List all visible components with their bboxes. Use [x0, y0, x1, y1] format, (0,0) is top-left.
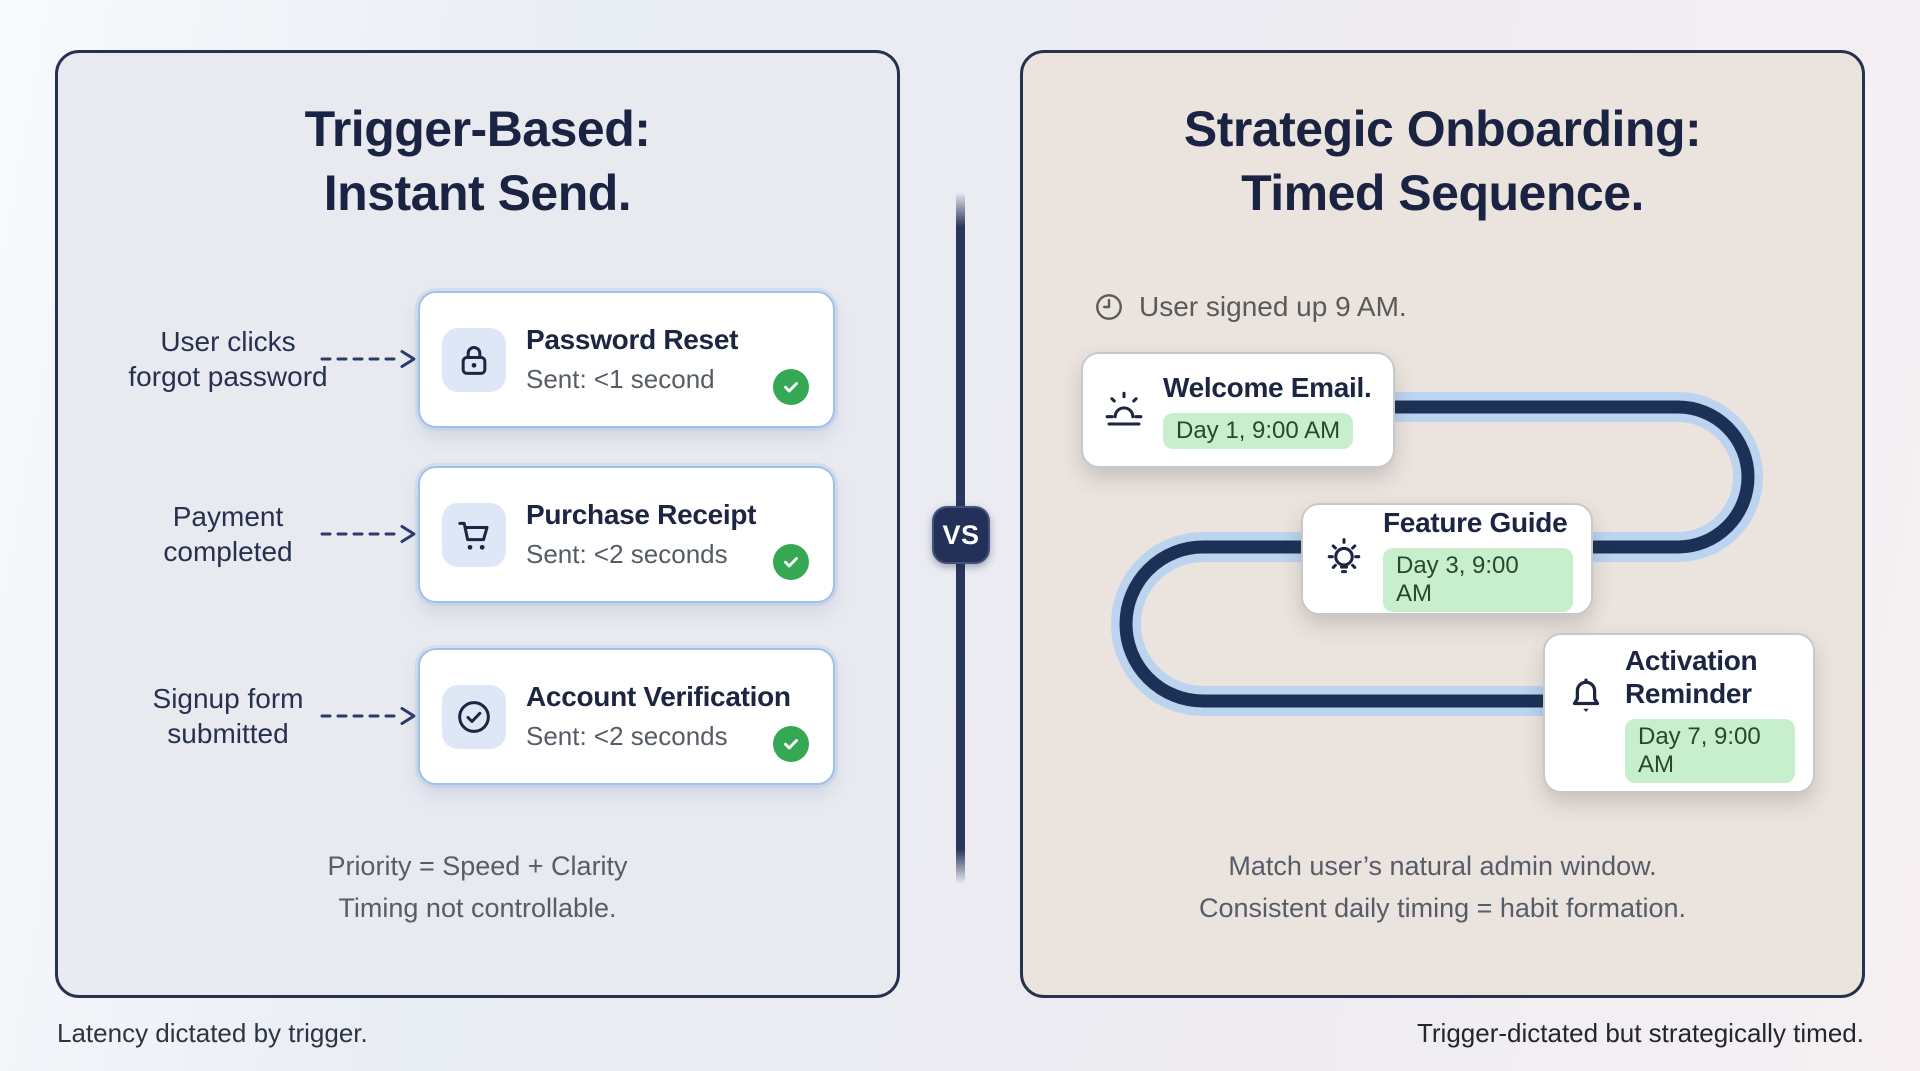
send-card-password-reset: Password Reset Sent: <1 second — [418, 291, 835, 428]
card-subtitle: Sent: <2 seconds — [526, 539, 728, 569]
lock-icon — [442, 327, 506, 392]
send-card-purchase-receipt: Purchase Receipt Sent: <2 seconds — [418, 466, 835, 603]
bell-icon — [1563, 674, 1609, 720]
send-card-account-verification: Account Verification Sent: <2 seconds — [418, 648, 835, 785]
left-panel-title: Trigger-Based: Instant Send. — [58, 97, 897, 225]
dashed-arrow-icon — [320, 350, 416, 368]
dashed-arrow-icon — [320, 707, 416, 725]
step-schedule-badge: Day 1, 9:00 AM — [1163, 413, 1354, 449]
trigger-label-password: User clicks forgot password — [83, 324, 373, 394]
step-card-feature-guide: Feature Guide Day 3, 9:00 AM — [1301, 503, 1593, 615]
dashed-arrow-icon — [320, 525, 416, 543]
signup-note-text: User signed up 9 AM. — [1139, 291, 1407, 322]
left-title-line2: Instant Send. — [323, 165, 632, 221]
step-title: Activation Reminder — [1625, 644, 1758, 709]
step-title: Feature Guide — [1383, 507, 1568, 538]
right-title-line1: Strategic Onboarding: — [1183, 101, 1702, 157]
lightbulb-icon — [1321, 536, 1367, 582]
step-schedule-badge: Day 7, 9:00 AM — [1625, 718, 1795, 783]
success-check-icon — [773, 544, 809, 580]
success-check-icon — [773, 726, 809, 762]
footer-line: Timing not controllable. — [338, 893, 617, 923]
card-title: Password Reset — [526, 324, 739, 355]
check-circle-icon — [442, 684, 506, 749]
sunrise-icon — [1101, 387, 1147, 433]
right-panel-footer: Match user’s natural admin window. Consi… — [1023, 845, 1862, 929]
right-panel-title: Strategic Onboarding: Timed Sequence. — [1023, 97, 1862, 225]
step-card-activation-reminder: Activation Reminder Day 7, 9:00 AM — [1543, 633, 1815, 793]
right-title-line2: Timed Sequence. — [1241, 165, 1644, 221]
trigger-label-line: User clicks — [160, 326, 296, 357]
vs-badge: VS — [932, 506, 990, 564]
card-title: Account Verification — [526, 681, 791, 712]
left-title-line1: Trigger-Based: — [304, 101, 651, 157]
right-caption: Trigger-dictated but strategically timed… — [1416, 1018, 1864, 1048]
step-card-welcome-email: Welcome Email. Day 1, 9:00 AM — [1081, 352, 1395, 468]
clock-icon — [1093, 291, 1125, 323]
trigger-label-line: Payment — [172, 501, 284, 532]
sequence-path — [1111, 392, 1763, 716]
left-panel-footer: Priority = Speed + Clarity Timing not co… — [58, 845, 897, 929]
trigger-label-line: submitted — [167, 718, 289, 749]
signup-note: User signed up 9 AM. — [1093, 291, 1407, 323]
footer-line: Consistent daily timing = habit formatio… — [1199, 893, 1686, 923]
trigger-label-line: forgot password — [128, 361, 328, 392]
left-caption: Latency dictated by trigger. — [57, 1018, 368, 1048]
strategic-onboarding-panel: Strategic Onboarding: Timed Sequence. Us… — [1020, 50, 1865, 998]
step-title: Welcome Email. — [1163, 372, 1372, 403]
card-title: Purchase Receipt — [526, 499, 757, 530]
success-check-icon — [773, 369, 809, 405]
cart-icon — [442, 502, 506, 567]
card-subtitle: Sent: <1 second — [526, 364, 715, 394]
footer-line: Priority = Speed + Clarity — [327, 851, 628, 881]
card-subtitle: Sent: <2 seconds — [526, 721, 728, 751]
trigger-label-line: completed — [163, 536, 293, 567]
trigger-based-panel: Trigger-Based: Instant Send. User clicks… — [55, 50, 900, 998]
footer-line: Match user’s natural admin window. — [1228, 851, 1657, 881]
step-schedule-badge: Day 3, 9:00 AM — [1383, 548, 1573, 612]
trigger-label-payment: Payment completed — [83, 499, 373, 569]
trigger-label-signup: Signup form submitted — [83, 681, 373, 751]
trigger-label-line: Signup form — [152, 683, 304, 714]
